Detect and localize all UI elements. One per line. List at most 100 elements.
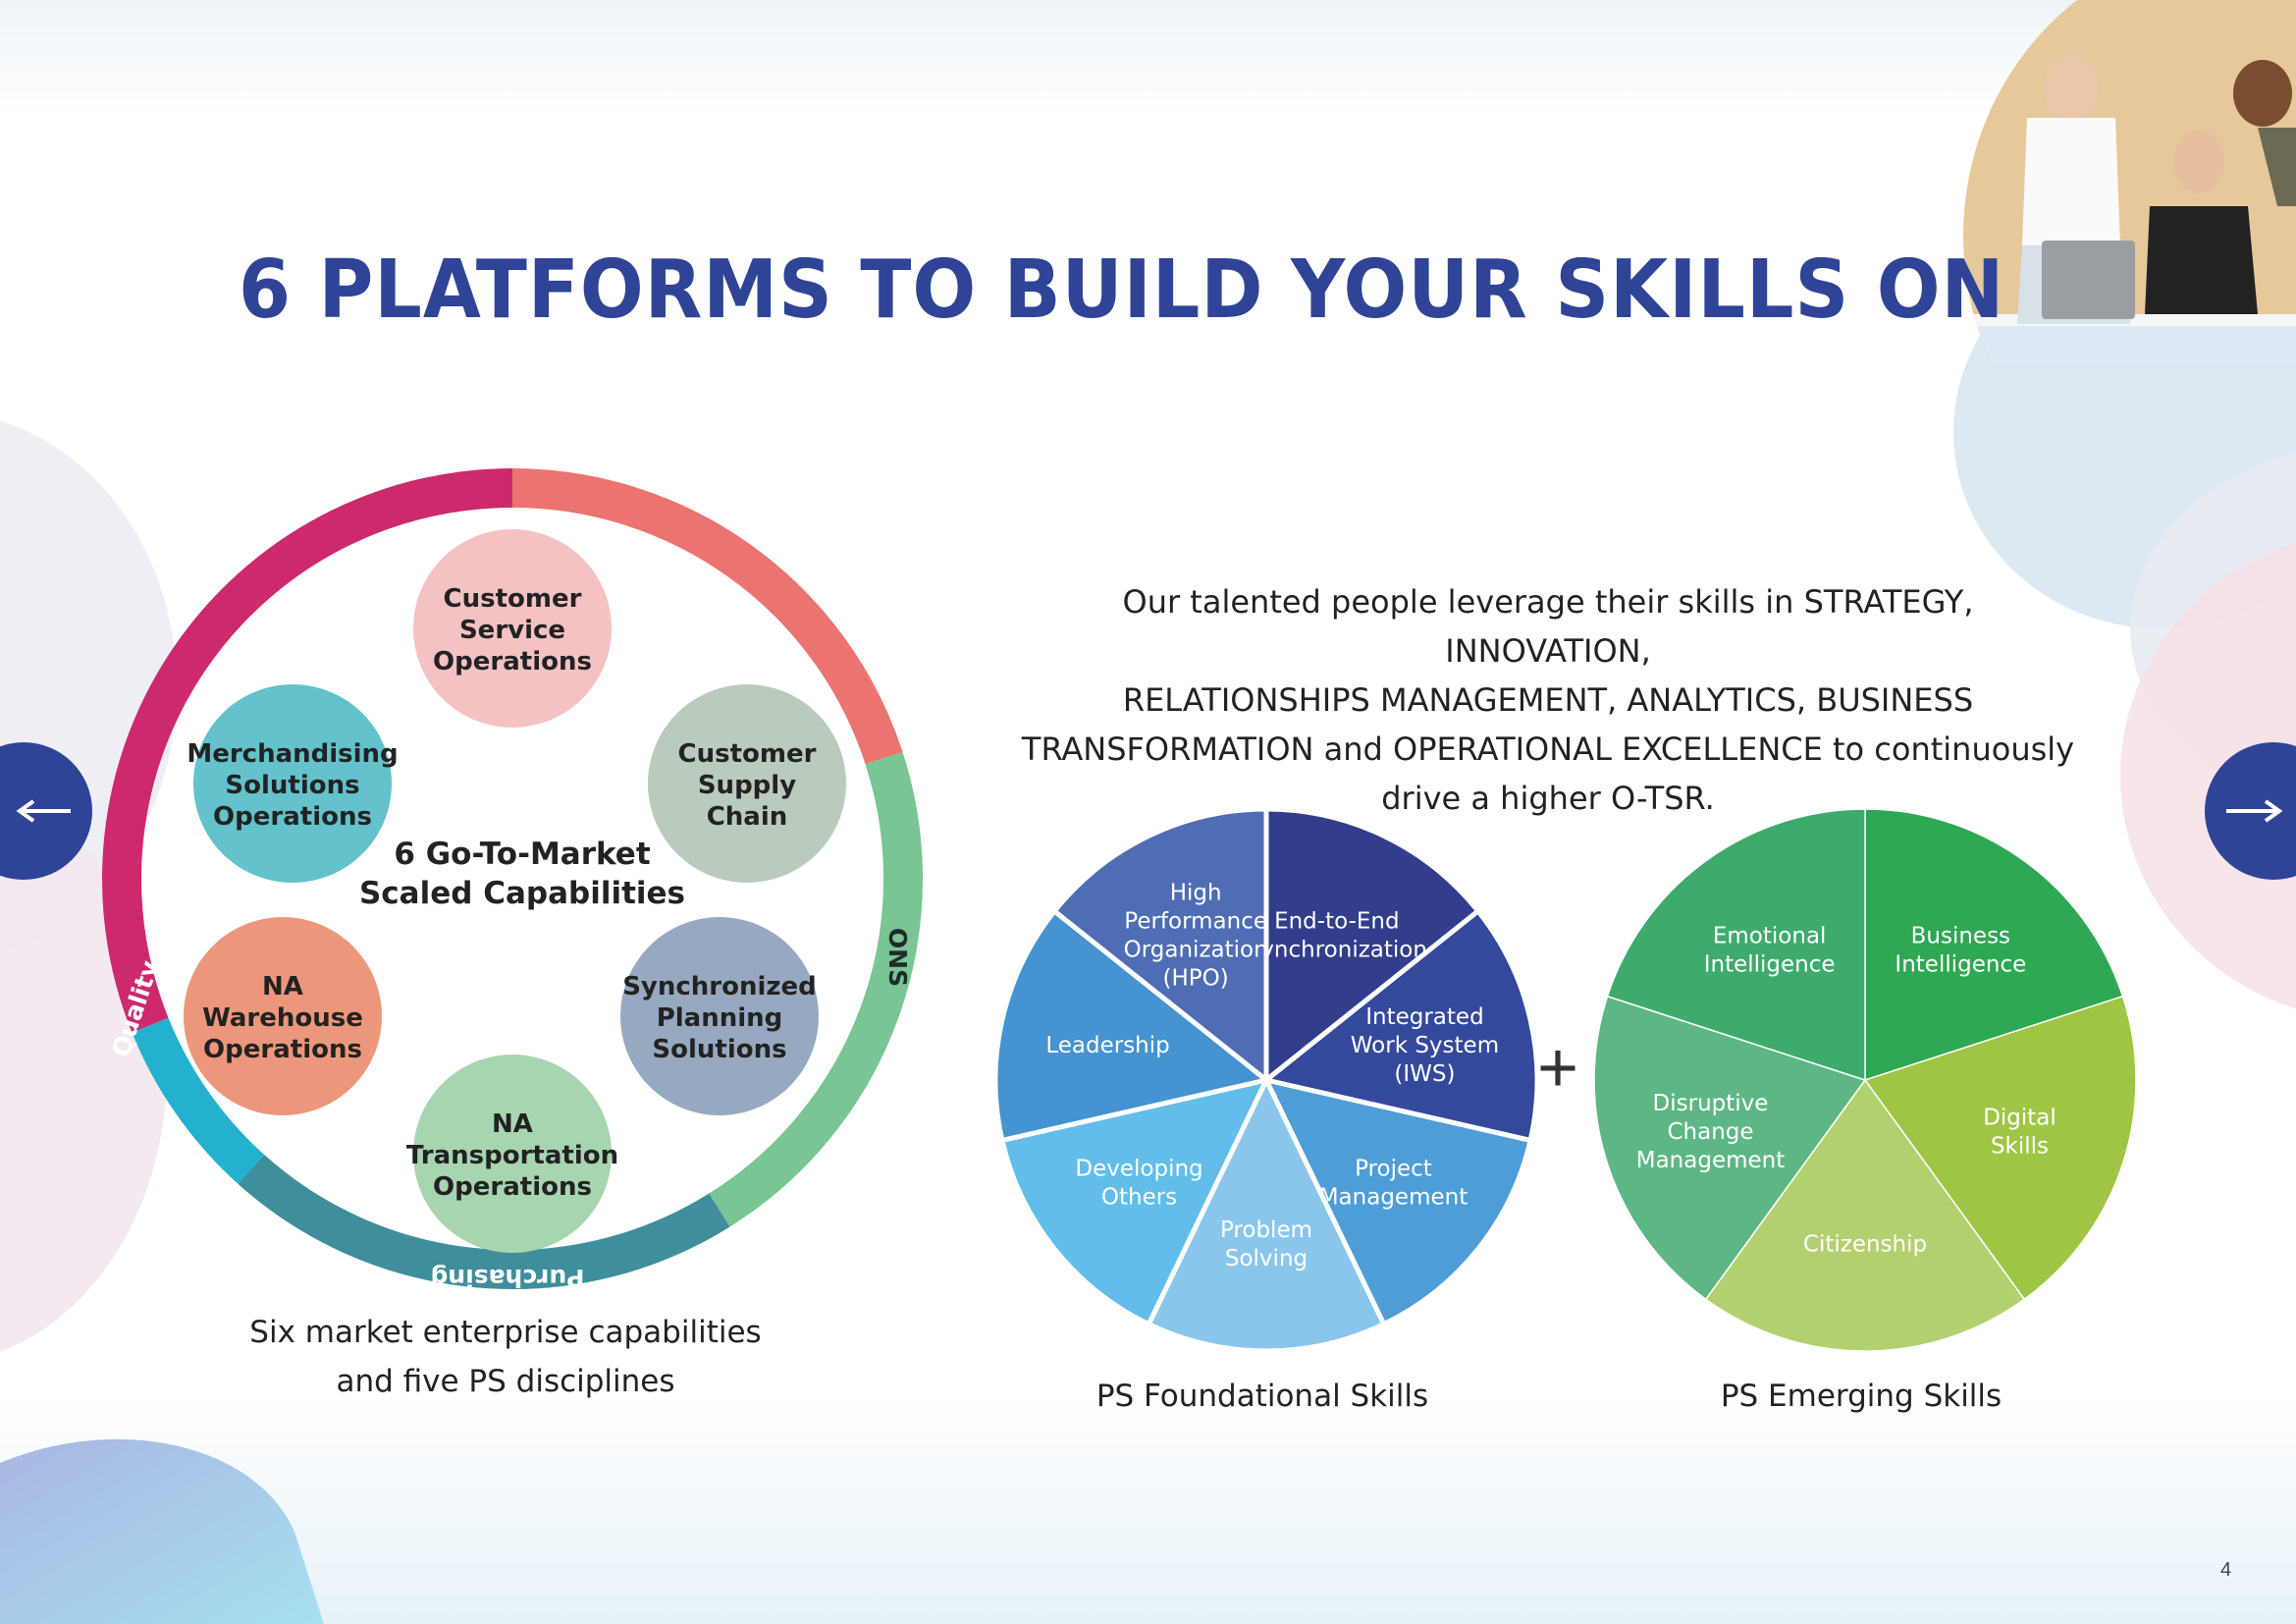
capability-label: Operations [203, 1035, 362, 1064]
capability-label: NA [262, 972, 303, 1001]
pie-slice-emotional-intelligence [1606, 808, 1866, 1082]
prev-page-button[interactable] [0, 742, 92, 880]
capability-label: Planning [657, 1003, 783, 1033]
discipline-ring [102, 468, 923, 1289]
intro-line4: drive a higher O-TSR. [1381, 780, 1715, 817]
foundational-caption: PS Foundational Skills [1095, 1379, 1429, 1414]
intro-line3: TRANSFORMATION and OPERATIONAL EXCELLENC… [1021, 731, 2075, 768]
intro-line1: Our talented people leverage their skill… [1122, 583, 1974, 670]
capability-label: Supply [698, 771, 796, 800]
capability-label: NA [492, 1110, 533, 1139]
ring-label-purchasing: Purchasing [430, 1264, 584, 1292]
pie-label-leadership: Leadership [1045, 1033, 1169, 1058]
capability-label: Solutions [225, 771, 359, 800]
pie-slice-business-intelligence [1864, 808, 2124, 1082]
center-label-line2: Scaled Capabilities [359, 876, 685, 911]
pie-label-disruptive-change-management: Change [1667, 1119, 1753, 1145]
pie-label-end-to-end-synchronization: Synchronization [1247, 937, 1427, 962]
pie-label-developing-others: Developing [1075, 1157, 1202, 1182]
pie-slice-citizenship [1704, 1078, 2026, 1352]
capability-circle [620, 917, 819, 1115]
next-page-button[interactable] [2205, 742, 2296, 880]
pie-label-problem-solving: Solving [1225, 1246, 1308, 1272]
capability-label: Synchronized [622, 972, 817, 1001]
capability-label: Customer [678, 739, 817, 769]
pie-label-problem-solving: Problem [1220, 1218, 1312, 1243]
capability-circle [413, 1055, 612, 1253]
pie-label-high-performance-organization-hpo: Organization [1124, 937, 1268, 962]
team-photo [1963, 0, 2296, 365]
page-title: 6 PLATFORMS TO BUILD YOUR SKILLS ON [239, 244, 2005, 337]
pie-slice-problem-solving [1145, 1074, 1388, 1354]
capabilities-caption: Six market enterprise capabilities and f… [211, 1308, 800, 1406]
emerging-skills-pie: BusinessIntelligenceDigitalSkillsCitizen… [1593, 808, 2137, 1352]
ring-segment-quality [132, 1017, 265, 1184]
bottom-fade [0, 1394, 2296, 1624]
capabilities-diagram: Manufacturing Engineering ONS Purchasing… [102, 468, 923, 1292]
foundational-skills-pie: End-to-EndSynchronizationIntegratedWork … [992, 806, 1540, 1354]
pie-label-disruptive-change-management: Management [1636, 1148, 1786, 1173]
bg-circle-right-pink [2120, 542, 2296, 1009]
capability-label: Service [459, 616, 565, 645]
ring-label-ons: ONS [883, 928, 912, 987]
pie-label-integrated-work-system-iws: Integrated [1365, 1004, 1483, 1030]
center-label-line1: 6 Go-To-Market [394, 837, 650, 872]
pie-slice-developing-others [998, 1076, 1271, 1328]
pie-emerging: BusinessIntelligenceDigitalSkillsCitizen… [1593, 808, 2137, 1352]
pie-label-project-management: Management [1319, 1185, 1468, 1211]
capability-label: Operations [433, 1172, 592, 1202]
pie-slice-end-to-end-synchronization [1263, 806, 1482, 1086]
pie-slice-high-performance-organization-hpo [1050, 806, 1269, 1086]
top-fade [0, 0, 2296, 118]
intro-paragraph: Our talented people leverage their skill… [1018, 577, 2078, 823]
pie-label-citizenship: Citizenship [1803, 1232, 1927, 1258]
capability-circle [184, 917, 382, 1115]
arrow-left-icon [16, 799, 71, 823]
ring-segment-engineering [511, 468, 903, 765]
capability-circles: CustomerServiceOperationsCustomerSupplyC… [184, 529, 846, 1253]
pie-label-high-performance-organization-hpo: (HPO) [1163, 965, 1229, 991]
capability-label: Warehouse [202, 1003, 363, 1033]
pie-slice-disruptive-change-management [1593, 995, 1867, 1301]
photo-illustration [1963, 0, 2296, 365]
capability-label: Merchandising [187, 739, 398, 769]
pie-label-emotional-intelligence: Intelligence [1704, 952, 1836, 978]
pie-label-integrated-work-system-iws: (IWS) [1394, 1061, 1455, 1087]
capability-circle [413, 529, 612, 728]
pie-label-disruptive-change-management: Disruptive [1653, 1091, 1769, 1116]
capability-label: Operations [213, 802, 372, 832]
capability-label: Solutions [652, 1035, 786, 1064]
ring-segment-manufacturing [102, 468, 513, 1033]
pie-slice-digital-skills [1863, 995, 2137, 1301]
pie-label-developing-others: Others [1101, 1185, 1177, 1211]
intro-line2: RELATIONSHIPS MANAGEMENT, ANALYTICS, BUS… [1122, 681, 1974, 719]
pie-label-high-performance-organization-hpo: Performance [1124, 908, 1267, 934]
capability-label: Transportation [406, 1141, 618, 1170]
pie-label-high-performance-organization-hpo: High [1170, 880, 1222, 905]
caption-line1: Six market enterprise capabilities [249, 1315, 762, 1350]
pie-label-end-to-end-synchronization: End-to-End [1274, 908, 1400, 934]
pie-label-business-intelligence: Business [1911, 924, 2010, 949]
capability-label: Chain [707, 802, 788, 832]
capability-label: Operations [433, 647, 592, 677]
ring-segment-ons [709, 751, 923, 1227]
capability-circle [648, 684, 846, 883]
pie-slice-integrated-work-system-iws [1260, 907, 1540, 1144]
plus-sign: + [1537, 1029, 1579, 1108]
page-number: 4 [2220, 1559, 2232, 1581]
capability-label: Customer [444, 584, 582, 614]
bg-blob-bottom-left [0, 1438, 324, 1624]
pie-slice-project-management [1261, 1076, 1534, 1328]
arrow-right-icon [2226, 799, 2283, 823]
pie-label-emotional-intelligence: Emotional [1713, 924, 1827, 949]
pie-label-integrated-work-system-iws: Work System [1351, 1033, 1499, 1058]
pie-label-business-intelligence: Intelligence [1895, 952, 2026, 978]
pie-slice-leadership [992, 907, 1272, 1144]
caption-line2: and five PS disciplines [336, 1364, 675, 1399]
pie-foundational: End-to-EndSynchronizationIntegratedWork … [992, 806, 1540, 1354]
